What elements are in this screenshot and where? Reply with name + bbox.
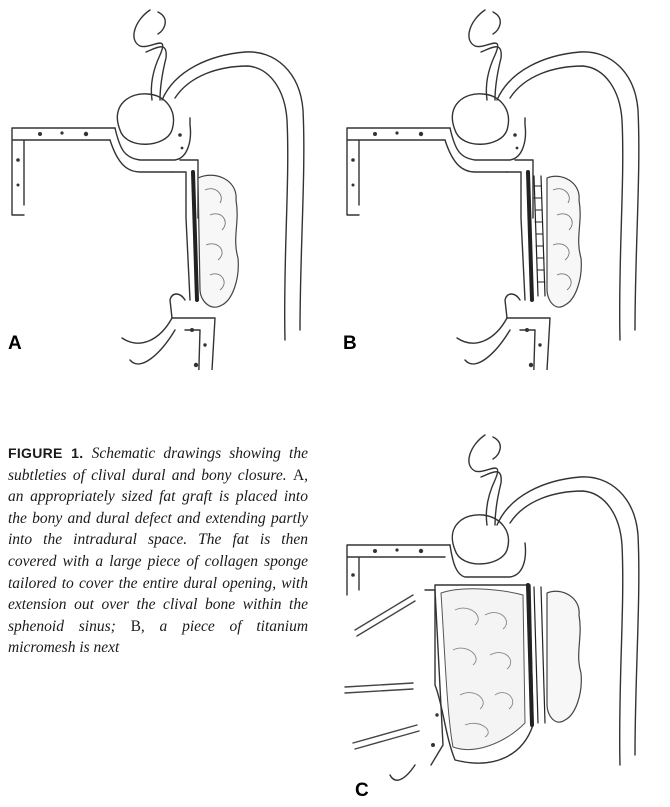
figure-label: FIGURE 1. [8,445,83,461]
figure-caption: FIGURE 1. Schematic drawings showing the… [8,443,308,659]
caption-text-2: , an appropriately sized fat graft is pl… [8,467,308,635]
panel-a: A [0,0,335,370]
panel-b-drawing [335,0,670,370]
panel-c-drawing [335,425,670,807]
panel-c: C [335,425,670,807]
panel-b-label: B [343,333,357,355]
caption-ref-b: B [131,618,141,635]
caption-ref-a: A [293,467,304,484]
panel-b: B [335,0,670,370]
panel-a-drawing [0,0,335,370]
panel-c-label: C [355,780,369,802]
panel-a-label: A [8,333,22,355]
